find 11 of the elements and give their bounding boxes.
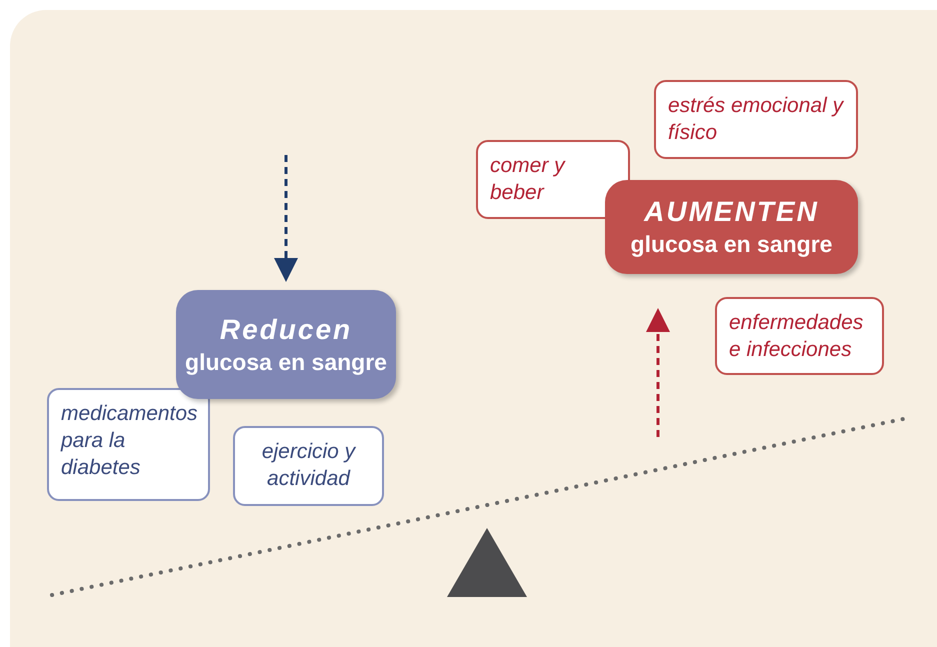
box-heading: AUMENTEN	[642, 195, 820, 229]
rounded-box	[605, 180, 858, 274]
box-text: glucosa en sangre	[630, 230, 834, 259]
rounded-box	[176, 290, 396, 399]
note-box: enfermedades e infecciones	[715, 297, 884, 375]
note-box: estrés emocional y físico	[654, 80, 858, 159]
note-box: medicamentos para la diabetes	[47, 388, 210, 501]
box-heading: Reducen	[218, 312, 354, 346]
note-box: comer y beber	[476, 140, 630, 219]
box-text: glucosa en sangre	[184, 348, 388, 376]
note-box: ejercicio y actividad	[233, 426, 384, 506]
